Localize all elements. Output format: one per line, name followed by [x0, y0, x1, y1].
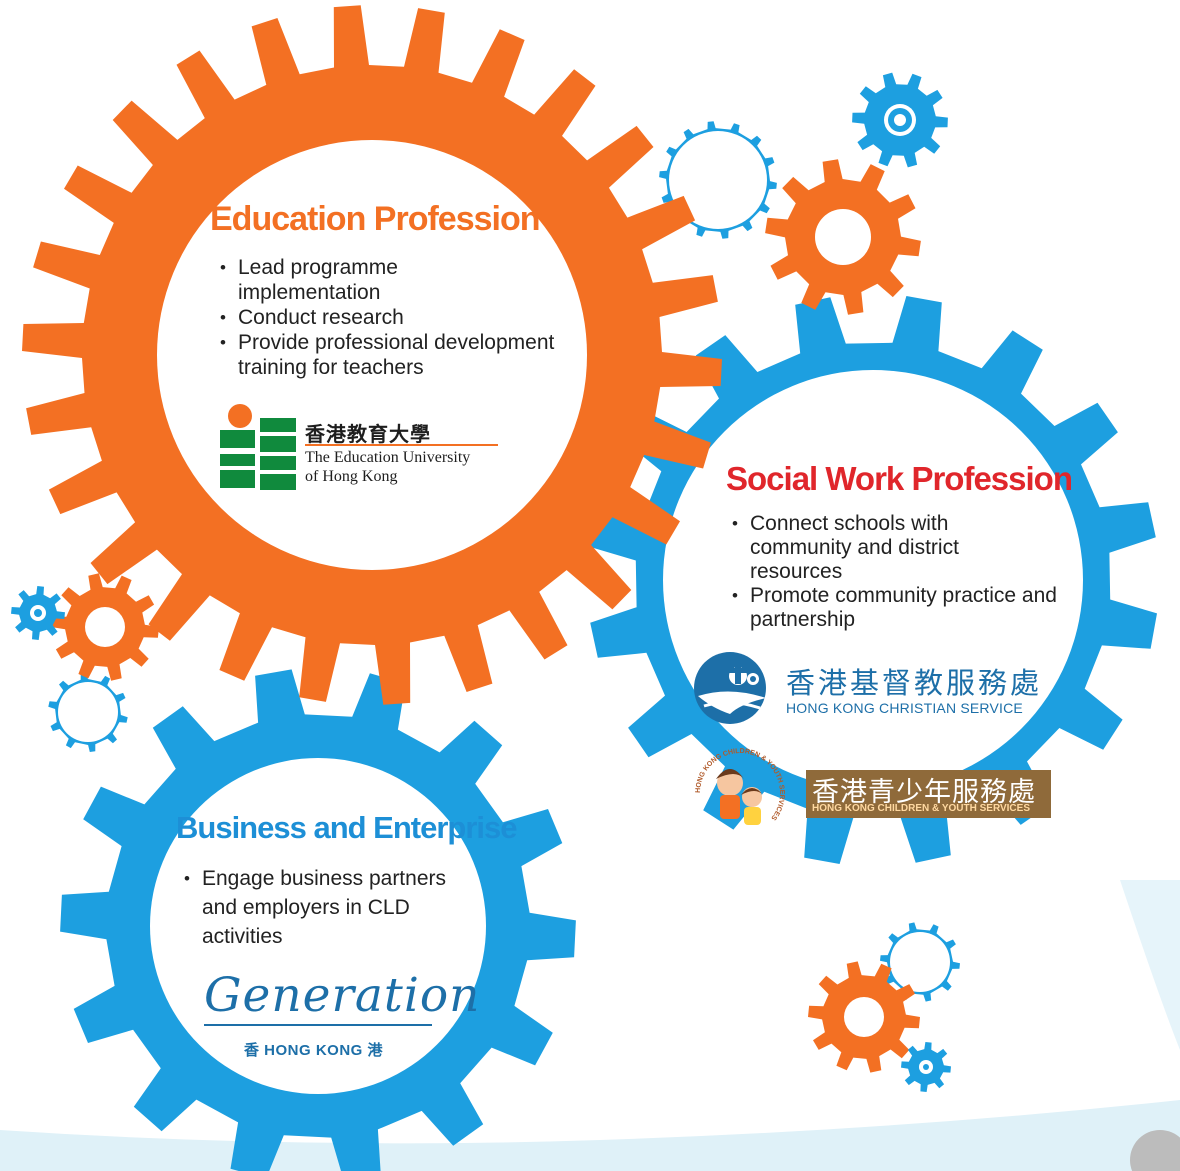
education-bullet-3: Provide professional development trainin… — [218, 330, 568, 380]
hkcys-chinese-name: 香港青少年服務處 — [812, 777, 1036, 808]
hkcs-chinese-name: 香港基督教服務處 — [786, 666, 1043, 700]
social-work-bullet-2: Promote community practice and partnersh… — [730, 584, 1070, 632]
small-outline-gear-bottom-right-face — [890, 932, 950, 992]
social-work-bullets: Connect schools with community and distr… — [730, 512, 1070, 632]
generation-underline — [204, 1024, 432, 1026]
education-title: Education Profession — [210, 200, 540, 238]
hkcys-name-box — [806, 770, 1051, 818]
education-bullets: Lead programme implementation Conduct re… — [218, 255, 568, 380]
small-orange-gear-top-right-hole — [815, 209, 871, 265]
hkcs-english-name: HONG KONG CHRISTIAN SERVICE — [786, 700, 1023, 716]
eduhk-divider — [305, 444, 498, 446]
corner-circle — [1130, 1130, 1180, 1171]
generation-wordmark: Generation — [204, 968, 481, 1023]
eduhk-chinese-name: 香港教育大學 — [305, 424, 431, 446]
education-bullet-2: Conduct research — [218, 305, 568, 330]
business-bullets: Engage business partners and employers i… — [182, 864, 472, 951]
small-orange-gear-bottom-right-hole — [844, 997, 884, 1037]
education-bullet-1: Lead programme implementation — [218, 255, 428, 305]
small-blue-gear-top-right-dot — [894, 114, 906, 126]
hkcs-logo-mark — [694, 652, 766, 724]
small-blue-gear-left-dot — [34, 609, 42, 617]
social-work-bullet-1: Connect schools with community and distr… — [730, 512, 1000, 584]
small-blue-gear-bottom-right-dot — [923, 1064, 929, 1070]
hkcys-logo-mark: HONG KONG CHILDREN & YOUTH SERVICES — [695, 748, 785, 825]
small-outline-gear-top-face — [669, 131, 767, 229]
social-work-title: Social Work Profession — [726, 460, 1073, 497]
small-outline-gear-left-face — [58, 682, 118, 742]
eduhk-english-line1: The Education University — [305, 449, 471, 466]
hkcys-english-name: HONG KONG CHILDREN & YOUTH SERVICES — [812, 803, 1030, 814]
generation-subtitle: 香 HONG KONG 港 — [244, 1042, 384, 1059]
business-bullet-1: Engage business partners and employers i… — [182, 864, 462, 951]
eduhk-logo-mark — [220, 404, 296, 490]
business-title: Business and Enterprise — [176, 810, 518, 845]
eduhk-english-line2: of Hong Kong — [305, 468, 398, 485]
small-orange-gear-left-hole — [85, 607, 125, 647]
